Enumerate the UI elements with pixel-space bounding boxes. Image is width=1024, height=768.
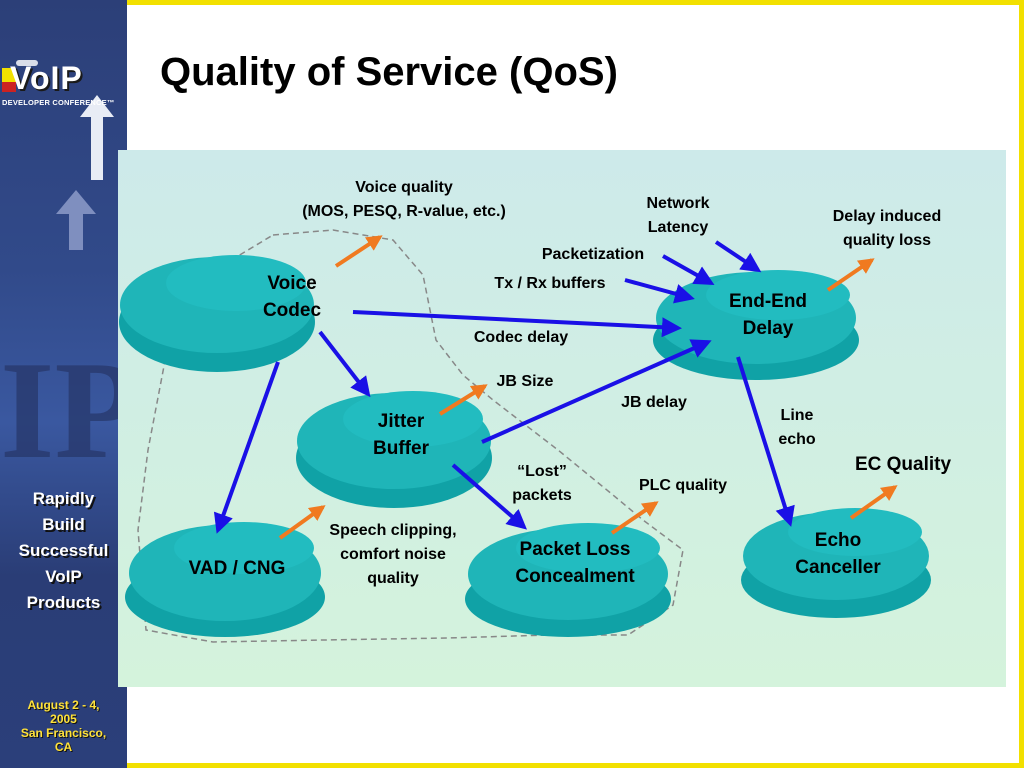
jitter-buffer-label: Jitter Buffer (373, 411, 429, 459)
packetization-label: Packetization (541, 246, 645, 263)
vad-cng-label: VAD / CNG (188, 558, 286, 579)
tx-rx-buffers-label: Tx / Rx buffers (494, 275, 606, 292)
network-latency-label: Network Latency (646, 195, 710, 236)
orange-arrow-jb-size (438, 384, 488, 416)
jitter-buffer-node (296, 391, 492, 508)
delay-induced-label: Delay induced quality loss (832, 208, 942, 249)
up-arrow-icon (56, 190, 96, 250)
codec-region-outline (137, 229, 684, 643)
jb-size-label: JB Size (496, 373, 554, 390)
conference-sidebar: IP VoIP DEVELOPER CONFERENCE™ Rapidly Bu… (0, 0, 127, 768)
voice-quality-label: Voice quality (MOS, PESQ, R-value, etc.) (302, 179, 506, 220)
arrow-latency-to-delay (714, 240, 762, 273)
codec-delay-label: Codec delay (473, 329, 569, 346)
orange-arrow-plc-quality (610, 501, 659, 535)
up-arrow-icon (80, 95, 114, 180)
arrow-codec-to-jitter (318, 330, 371, 398)
arrow-jitter-to-delay (481, 339, 712, 444)
lost-packets-label: “Lost” packets (512, 463, 572, 504)
orange-arrow-delay-quality (826, 258, 875, 292)
arrow-packetization-to-delay (662, 254, 715, 285)
vad-cng-node (125, 522, 325, 637)
event-date: August 2 - 4, 2005 San Francisco, CA (20, 698, 107, 754)
orange-arrow-vad-quality (278, 505, 326, 540)
ec-quality-label: EC Quality (854, 454, 952, 475)
arrow-txrx-to-delay (624, 278, 695, 304)
arrow-codec-to-delay (352, 310, 682, 338)
packet-loss-node (465, 523, 671, 637)
echo-canceller-label: Echo Canceller (795, 530, 881, 578)
arrow-codec-to-vad (213, 361, 280, 534)
sidebar-tagline: Rapidly Build Successful VoIP Products (18, 489, 109, 612)
plc-quality-label: PLC quality (638, 477, 727, 494)
orange-arrow-ec-quality (849, 485, 898, 520)
arrow-jitter-to-plc (451, 463, 528, 530)
ip-watermark: IP (0, 333, 127, 488)
qos-diagram: Voice Codec Jitter Buffer VAD / CNG Pack… (118, 150, 1006, 687)
diagram-canvas (118, 150, 1006, 687)
echo-canceller-node (741, 508, 931, 618)
logo-text: VoIP (10, 60, 83, 96)
speech-clipping-label: Speech clipping, comfort noise quality (329, 522, 457, 587)
packet-loss-label: Packet Loss Concealment (515, 539, 635, 587)
end-end-delay-label: End-End Delay (728, 291, 808, 339)
logo-subtitle: DEVELOPER CONFERENCE™ (2, 98, 115, 107)
voip-logo: VoIP DEVELOPER CONFERENCE™ (0, 58, 127, 114)
jb-delay-label: JB delay (621, 394, 687, 411)
voice-codec-label: Voice Codec (262, 273, 322, 321)
slide-title: Quality of Service (QoS) (160, 50, 618, 94)
logo-badge-icon (16, 60, 38, 66)
logo-flag-red-icon (2, 82, 16, 92)
voice-codec-node (119, 255, 315, 372)
orange-arrow-voice-quality (334, 235, 383, 268)
arrow-delay-to-echo (736, 356, 795, 527)
line-echo-label: Line echo (778, 407, 816, 448)
